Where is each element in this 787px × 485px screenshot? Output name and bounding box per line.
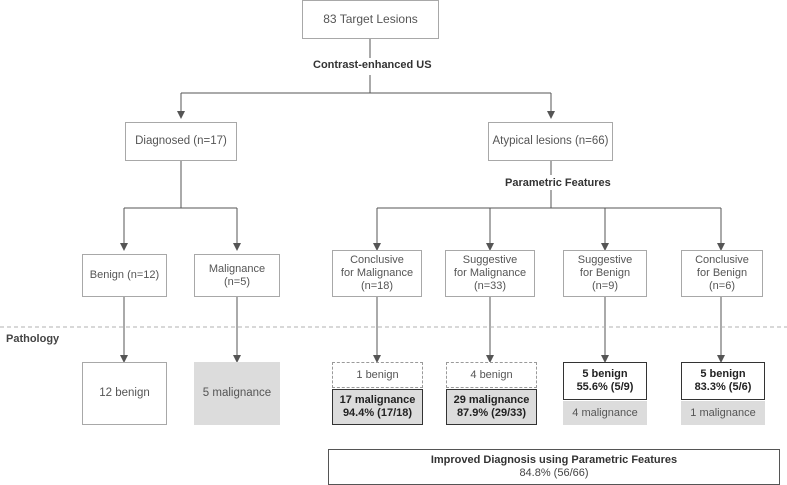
summary-value: 84.8% (56/66)	[519, 467, 589, 479]
pathology-label: Pathology	[6, 333, 60, 345]
diagnosed-label: Diagnosed (n=17)	[135, 135, 227, 147]
outcome-5-malignance-label: 5 malignance	[202, 387, 272, 399]
diagnosed-box: Diagnosed (n=17)	[125, 122, 237, 161]
concl-benign-box: Conclusive for Benign (n=6)	[681, 250, 763, 297]
root-box: 83 Target Lesions	[302, 0, 439, 39]
sm-malignance-line1: 29 malignance	[453, 394, 530, 406]
benign-box: Benign (n=12)	[82, 254, 167, 297]
root-label: 83 Target Lesions	[323, 12, 418, 26]
summary-box: Improved Diagnosis using Parametric Feat…	[328, 449, 780, 485]
cm-malignance-line1: 17 malignance	[339, 394, 416, 406]
cm-malignance-box: 17 malignance 94.4% (17/18)	[332, 389, 423, 425]
concl-malig-line2: for Malignance	[340, 267, 414, 279]
sugg-benign-line1: Suggestive	[577, 254, 633, 266]
concl-benign-line2: for Benign	[696, 267, 748, 279]
cm-malignance-line2: 94.4% (17/18)	[342, 407, 413, 419]
outcome-12-benign-label: 12 benign	[99, 387, 150, 399]
cm-benign-box: 1 benign	[332, 362, 423, 388]
concl-malig-line3: (n=18)	[360, 280, 394, 292]
concl-benign-line1: Conclusive	[695, 254, 749, 266]
concl-malig-box: Conclusive for Malignance (n=18)	[332, 250, 422, 297]
sugg-benign-box: Suggestive for Benign (n=9)	[563, 250, 647, 297]
malignance-box: Malignance (n=5)	[194, 254, 280, 297]
atypical-label: Atypical lesions (n=66)	[492, 135, 609, 147]
outcome-12-benign: 12 benign	[82, 362, 167, 425]
sb-benign-line2: 55.6% (5/9)	[576, 381, 634, 393]
cb-benign-line1: 5 benign	[700, 368, 746, 380]
sugg-malig-line1: Suggestive	[462, 254, 518, 266]
malignance-line2: (n=5)	[224, 275, 250, 288]
cb-malignance-label: 1 malignance	[690, 406, 756, 419]
sm-malignance-box: 29 malignance 87.9% (29/33)	[446, 389, 537, 425]
sb-benign-box: 5 benign 55.6% (5/9)	[563, 362, 647, 400]
sugg-malig-box: Suggestive for Malignance (n=33)	[445, 250, 535, 297]
sugg-benign-line2: for Benign	[579, 267, 631, 279]
cm-benign-label: 1 benign	[356, 368, 399, 381]
concl-benign-line3: (n=6)	[709, 280, 735, 292]
parametric-label: Parametric Features	[505, 177, 611, 189]
sm-benign-box: 4 benign	[446, 362, 537, 388]
outcome-5-malignance: 5 malignance	[194, 362, 280, 425]
malignance-line1: Malignance	[208, 262, 266, 275]
summary-title: Improved Diagnosis using Parametric Feat…	[430, 454, 678, 466]
atypical-box: Atypical lesions (n=66)	[488, 122, 613, 161]
sb-malignance-box: 4 malignance	[563, 401, 647, 425]
benign-label: Benign (n=12)	[89, 269, 160, 281]
sugg-benign-line3: (n=9)	[592, 280, 618, 292]
sugg-malig-line3: (n=33)	[473, 280, 507, 292]
ceus-label: Contrast-enhanced US	[313, 59, 432, 71]
sm-malignance-line2: 87.9% (29/33)	[456, 407, 527, 419]
sb-malignance-label: 4 malignance	[572, 406, 638, 419]
cb-benign-box: 5 benign 83.3% (5/6)	[681, 362, 765, 400]
sb-benign-line1: 5 benign	[582, 368, 628, 380]
cb-benign-line2: 83.3% (5/6)	[694, 381, 752, 393]
cb-malignance-box: 1 malignance	[681, 401, 765, 425]
sm-benign-label: 4 benign	[470, 368, 513, 381]
concl-malig-line1: Conclusive	[350, 254, 404, 266]
sugg-malig-line2: for Malignance	[453, 267, 527, 279]
